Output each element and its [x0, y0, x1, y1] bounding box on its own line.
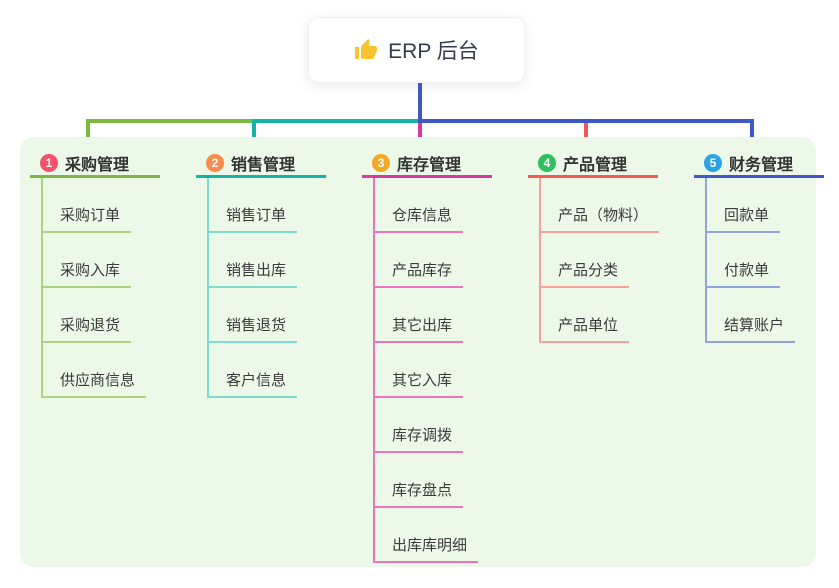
child-item-label: 付款单: [724, 262, 770, 279]
child-item-label: 产品分类: [558, 262, 619, 279]
mindmap-child-item[interactable]: 供应商信息: [43, 343, 147, 398]
child-item-label: 产品单位: [558, 317, 619, 334]
mindmap-child-item[interactable]: 采购退货: [43, 288, 132, 343]
branch-drop-line: [584, 119, 588, 152]
root-stem-line: [418, 83, 422, 123]
mindmap-child-item[interactable]: 客户信息: [209, 343, 298, 398]
mindmap-child-item[interactable]: 结算账户: [707, 288, 796, 343]
branch-number-badge: 1: [40, 153, 58, 172]
child-item-label: 出库库明细: [392, 537, 468, 554]
root-node[interactable]: ERP 后台: [308, 17, 525, 83]
branch-column: 1 采购管理 采购订单采购入库采购退货供应商信息: [30, 150, 190, 398]
branch-children: 采购订单采购入库采购退货供应商信息: [41, 178, 190, 398]
branch-column: 4 产品管理 产品（物料） 产品分类产品单位: [528, 150, 688, 343]
child-item-label: 客户信息: [226, 372, 287, 389]
branch-title[interactable]: 5 财务管理: [694, 150, 824, 178]
child-item-label: 采购入库: [60, 262, 121, 279]
mindmap-child-item[interactable]: 产品分类: [541, 233, 630, 288]
branch-column: 5 财务管理 回款单付款单结算账户: [694, 150, 839, 343]
child-item-label: 供应商信息: [60, 372, 136, 389]
mindmap-child-item[interactable]: 库存盘点: [375, 453, 464, 508]
branch-title-label: 销售管理: [231, 156, 296, 174]
mindmap-child-item[interactable]: 产品单位: [541, 288, 630, 343]
branch-children: 销售订单销售出库销售退货客户信息: [207, 178, 356, 398]
mindmap-child-item[interactable]: 其它入库: [375, 343, 464, 398]
bus-line-right-blue: [418, 119, 754, 123]
branch-title[interactable]: 3 库存管理: [362, 150, 492, 178]
bus-line-left-green: [86, 119, 256, 123]
child-item-label: 仓库信息: [392, 207, 453, 224]
branch-title-label: 采购管理: [65, 156, 130, 174]
root-title: ERP 后台: [388, 40, 479, 63]
child-item-label: 销售退货: [226, 317, 287, 334]
mindmap-child-item[interactable]: 出库库明细: [375, 508, 479, 563]
child-item-label: 采购退货: [60, 317, 121, 334]
mindmap-child-item[interactable]: 采购入库: [43, 233, 132, 288]
mindmap-child-item[interactable]: 销售订单: [209, 178, 298, 233]
branch-title-label: 财务管理: [729, 156, 794, 174]
branch-number-badge: 2: [206, 153, 224, 172]
branch-title-label: 产品管理: [563, 156, 628, 174]
branch-number-badge: 3: [372, 153, 390, 172]
branch-drop-line: [750, 119, 754, 152]
branch-column: 2 销售管理 销售订单销售出库销售退货客户信息: [196, 150, 356, 398]
child-item-label: 库存盘点: [392, 482, 453, 499]
mindmap-child-item[interactable]: 销售出库: [209, 233, 298, 288]
mindmap-child-item[interactable]: 采购订单: [43, 178, 132, 233]
branch-children: 产品（物料） 产品分类产品单位: [539, 178, 688, 343]
branch-number-badge: 5: [704, 153, 722, 172]
mindmap-child-item[interactable]: 其它出库: [375, 288, 464, 343]
branch-title[interactable]: 2 销售管理: [196, 150, 326, 178]
branch-drop-line: [252, 119, 256, 152]
branch-title[interactable]: 1 采购管理: [30, 150, 160, 178]
child-item-label: 其它出库: [392, 317, 453, 334]
mindmap-child-item[interactable]: 销售退货: [209, 288, 298, 343]
mindmap-child-item[interactable]: 付款单: [707, 233, 781, 288]
mindmap-child-item[interactable]: 仓库信息: [375, 178, 464, 233]
branch-column: 3 库存管理 仓库信息产品库存其它出库其它入库库存调拨库存盘点出库库明细: [362, 150, 522, 563]
mindmap-panel: 1 采购管理 采购订单采购入库采购退货供应商信息 2 销售管理 销售订单销售出库…: [20, 137, 824, 567]
branch-children: 回款单付款单结算账户: [705, 178, 839, 343]
bus-line-left-teal: [252, 119, 422, 123]
child-item-label: 其它入库: [392, 372, 453, 389]
child-item-label: 产品库存: [392, 262, 453, 279]
child-item-label: 回款单: [724, 207, 770, 224]
thumbs-up-icon: [354, 38, 378, 62]
branch-children: 仓库信息产品库存其它出库其它入库库存调拨库存盘点出库库明细: [373, 178, 522, 563]
branch-drop-line: [86, 119, 90, 152]
branch-title-label: 库存管理: [397, 156, 462, 174]
branch-number-badge: 4: [538, 153, 556, 172]
child-item-label: 结算账户: [724, 317, 785, 334]
branch-drop-line: [418, 119, 422, 152]
child-item-label: 产品（物料）: [558, 207, 649, 224]
mindmap-child-item[interactable]: 产品库存: [375, 233, 464, 288]
child-item-label: 库存调拨: [392, 427, 453, 444]
mindmap-child-item[interactable]: 产品（物料）: [541, 178, 660, 233]
branch-title[interactable]: 4 产品管理: [528, 150, 658, 178]
mindmap-child-item[interactable]: 库存调拨: [375, 398, 464, 453]
mindmap-child-item[interactable]: 回款单: [707, 178, 781, 233]
child-item-label: 销售订单: [226, 207, 287, 224]
child-item-label: 销售出库: [226, 262, 287, 279]
child-item-label: 采购订单: [60, 207, 121, 224]
